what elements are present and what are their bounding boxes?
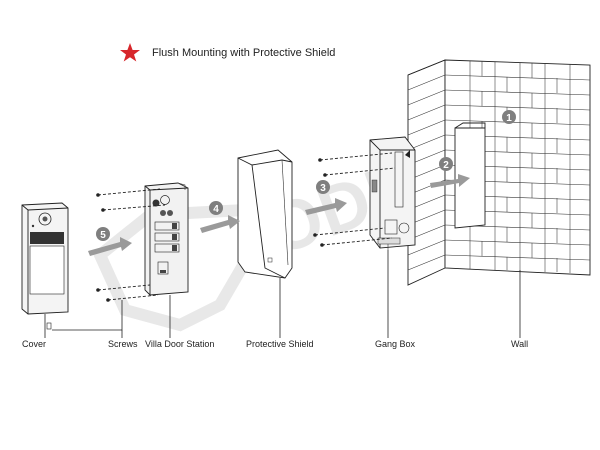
step-1-marker: 1 (502, 110, 516, 124)
step-arrows (88, 174, 470, 256)
title-row: Flush Mounting with Protective Shield (120, 43, 335, 62)
svg-text:1: 1 (506, 113, 512, 124)
gang-box-screws (313, 152, 396, 247)
part-labels: Cover Screws Villa Door Station Protecti… (22, 339, 528, 349)
title-text: Flush Mounting with Protective Shield (152, 47, 335, 59)
label-screws: Screws (108, 339, 138, 349)
svg-text:4: 4 (213, 204, 219, 215)
label-wall: Wall (511, 339, 528, 349)
leader-lines (44, 250, 521, 338)
label-gang-box: Gang Box (375, 339, 416, 349)
villa-door-station (144, 182, 189, 296)
label-cover: Cover (22, 339, 46, 349)
step-markers: 5 4 3 2 1 (96, 110, 516, 241)
wall (407, 59, 591, 286)
svg-text:3: 3 (320, 183, 326, 194)
step-2-marker: 2 (439, 157, 453, 171)
protective-shield (237, 149, 293, 279)
step-4-marker: 4 (209, 201, 223, 215)
star-icon (120, 43, 140, 62)
label-villa-door-station: Villa Door Station (145, 339, 214, 349)
gang-box (369, 136, 416, 250)
svg-text:2: 2 (443, 160, 449, 171)
label-protective-shield: Protective Shield (246, 339, 314, 349)
villa-screws (96, 188, 166, 302)
svg-text:5: 5 (100, 230, 106, 241)
step-3-marker: 3 (316, 180, 330, 194)
cover (21, 202, 69, 330)
step-5-marker: 5 (96, 227, 110, 241)
